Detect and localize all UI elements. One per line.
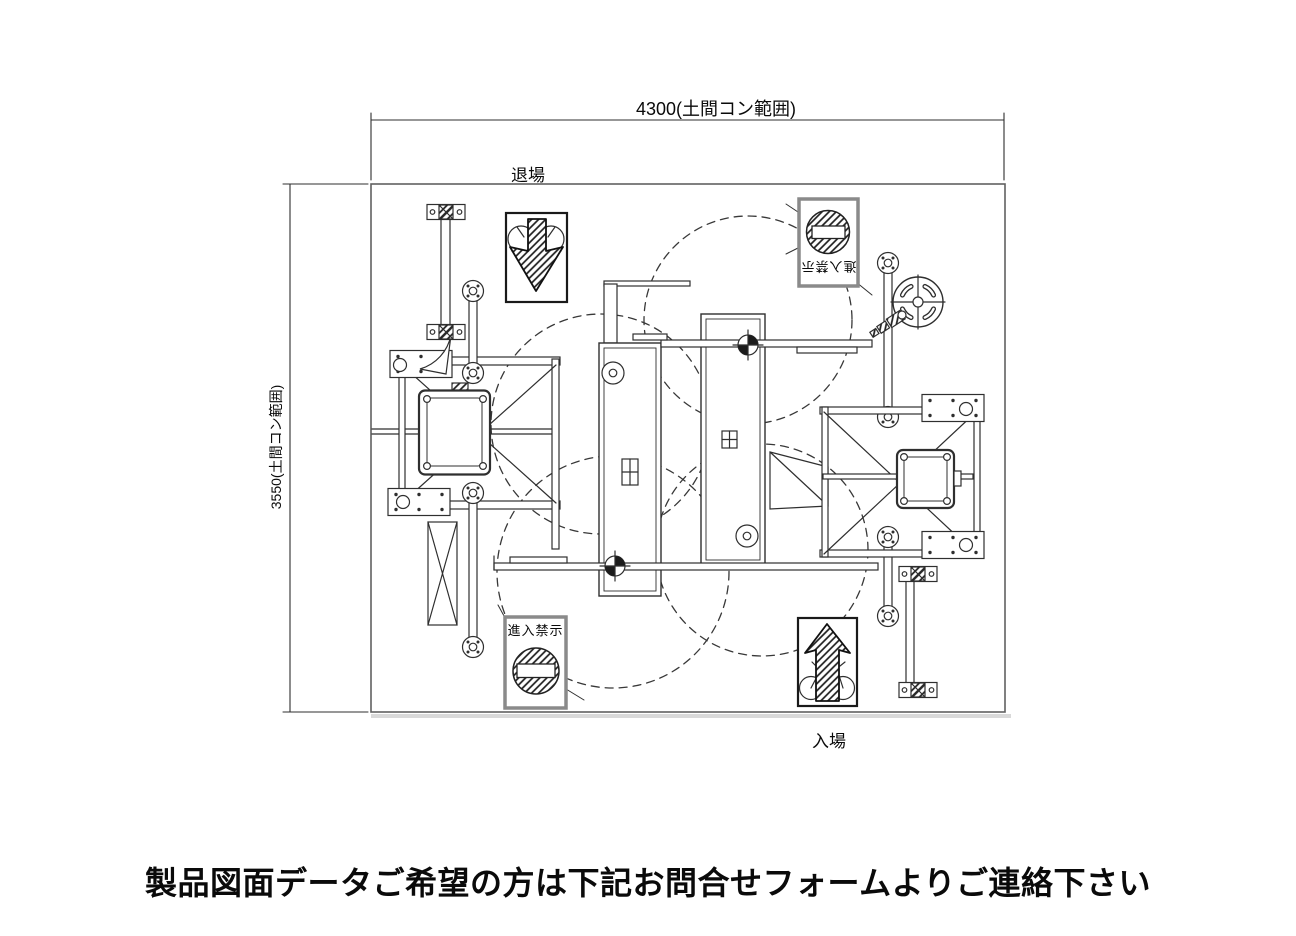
dimension-lines [282, 112, 1005, 713]
sign-entry-arrow [796, 616, 859, 708]
left-braced-post [427, 521, 458, 626]
no-entry-bottom-text: 進入禁示 [507, 623, 564, 638]
handle-wheel-crank [868, 274, 946, 339]
dimension-height-label: 3550(土間コン範囲) [268, 384, 284, 510]
guide-rails [493, 329, 879, 582]
right-rack [819, 393, 985, 560]
center-column-a [598, 280, 691, 597]
rail-bottom-right [898, 565, 938, 699]
rail-top-left [426, 203, 466, 341]
no-entry-top-text: 進入禁示 [800, 259, 857, 274]
boundary-rect [370, 183, 1011, 718]
exit-label: 退場 [511, 166, 545, 185]
contact-caption: 製品図面データご希望の方は下記お問合せフォームよりご連絡下さい [145, 865, 1151, 901]
center-column-b [700, 313, 829, 566]
left-rack [371, 334, 561, 550]
sign-no-entry-top [797, 197, 860, 288]
entry-label: 入場 [812, 732, 846, 751]
dimension-width-label: 4300(土間コン範囲) [635, 99, 797, 119]
sign-exit-arrow [504, 211, 569, 304]
flanged-rails [461, 251, 900, 659]
sign-no-entry-bottom [503, 615, 568, 710]
